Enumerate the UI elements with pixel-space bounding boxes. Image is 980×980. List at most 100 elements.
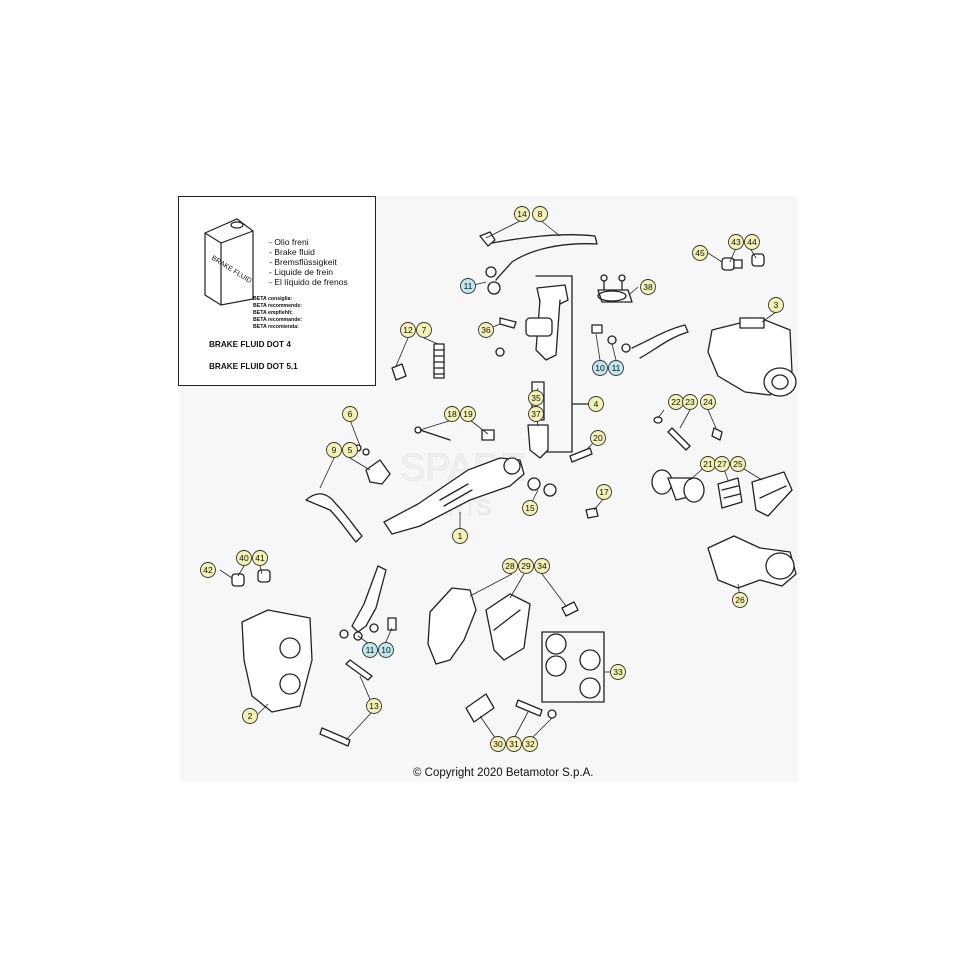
callout-c30: 30 bbox=[490, 736, 506, 752]
callout-number: 35 bbox=[531, 393, 541, 403]
master-cylinder bbox=[525, 275, 589, 459]
pin-20 bbox=[569, 447, 593, 463]
callout-c29: 29 bbox=[518, 558, 534, 574]
callout-number: 27 bbox=[717, 459, 727, 469]
callout-number: 25 bbox=[733, 459, 743, 469]
callout-number: 10 bbox=[381, 645, 391, 655]
callout-circle bbox=[700, 394, 716, 410]
callout-c28: 28 bbox=[502, 558, 518, 574]
callout-circle bbox=[502, 558, 518, 574]
callout-number: 45 bbox=[695, 248, 705, 258]
callout-c22: 22 bbox=[668, 394, 684, 410]
callout-c33: 33 bbox=[610, 664, 626, 680]
callout-circle bbox=[592, 360, 608, 376]
clip-12 bbox=[391, 363, 407, 381]
recommend-es: BETA recomienda: bbox=[253, 324, 299, 330]
callout-number: 42 bbox=[203, 565, 213, 575]
callout-c36: 36 bbox=[478, 322, 494, 338]
callout-c13: 13 bbox=[366, 698, 382, 714]
bolt-36 bbox=[499, 317, 517, 329]
callout-circle bbox=[744, 234, 760, 250]
callout-c21: 21 bbox=[700, 456, 716, 472]
callout-circle bbox=[452, 528, 468, 544]
callout-c45: 45 bbox=[692, 245, 708, 261]
callout-circle bbox=[252, 550, 268, 566]
seals-15 bbox=[527, 477, 557, 497]
caliper-bracket-front bbox=[427, 587, 477, 665]
callout-circle bbox=[682, 394, 698, 410]
recommend-en: BETA recommends: bbox=[253, 303, 303, 309]
callout-circle bbox=[342, 406, 358, 422]
callout-number: 17 bbox=[599, 487, 609, 497]
bolts-40-41 bbox=[231, 569, 271, 587]
callout-circle bbox=[640, 279, 656, 295]
brake-fluid-can-icon: BRAKE FLUID bbox=[204, 218, 254, 306]
callout-number: 23 bbox=[685, 397, 695, 407]
caliper-pistons bbox=[651, 469, 705, 503]
callout-c27: 27 bbox=[714, 456, 730, 472]
callout-circle bbox=[362, 642, 378, 658]
callout-c5: 5 bbox=[342, 442, 358, 458]
callout-circle bbox=[400, 322, 416, 338]
callout-number: 13 bbox=[369, 701, 379, 711]
callout-c34: 34 bbox=[534, 558, 550, 574]
return-spring bbox=[433, 343, 445, 379]
callout-number: 10 bbox=[595, 363, 605, 373]
callout-c20: 20 bbox=[590, 430, 606, 446]
callout-c10a: 10 bbox=[592, 360, 608, 376]
callout-circle bbox=[692, 245, 708, 261]
brake-hose-top bbox=[479, 231, 598, 295]
callout-c1: 1 bbox=[452, 528, 468, 544]
callout-number: 11 bbox=[464, 281, 473, 291]
callout-number: 4 bbox=[594, 399, 599, 409]
callout-number: 18 bbox=[447, 409, 457, 419]
callout-circle bbox=[366, 698, 382, 714]
callout-circle bbox=[326, 442, 342, 458]
front-brake-hose bbox=[351, 565, 387, 633]
callout-number: 32 bbox=[525, 739, 535, 749]
callout-circle bbox=[200, 562, 216, 578]
pin-31 bbox=[515, 699, 543, 717]
callout-circle bbox=[522, 500, 538, 516]
callout-circle bbox=[728, 234, 744, 250]
callout-number: 1 bbox=[458, 531, 463, 541]
copyright-notice: © Copyright 2020 Betamotor S.p.A. bbox=[413, 767, 594, 779]
callout-circle bbox=[506, 736, 522, 752]
callout-c19: 19 bbox=[460, 406, 476, 422]
callout-circle bbox=[518, 558, 534, 574]
nut-17 bbox=[585, 507, 599, 519]
callout-number: 3 bbox=[774, 300, 779, 310]
callout-c37: 37 bbox=[528, 406, 544, 422]
callout-c17: 17 bbox=[596, 484, 612, 500]
callout-c11c: 11 bbox=[362, 642, 378, 658]
clip-32 bbox=[547, 709, 557, 719]
callout-c11a: 11 bbox=[460, 278, 476, 294]
callout-circle bbox=[460, 406, 476, 422]
recommend-de: BETA empfiehlt: bbox=[253, 310, 293, 316]
callout-c12: 12 bbox=[400, 322, 416, 338]
callout-number: 30 bbox=[493, 739, 503, 749]
callout-circle bbox=[242, 708, 258, 724]
pistons-front bbox=[541, 631, 605, 703]
callout-number: 41 bbox=[255, 553, 265, 563]
callout-number: 11 bbox=[366, 645, 375, 655]
callout-c7: 7 bbox=[416, 322, 432, 338]
callout-number: 26 bbox=[735, 595, 745, 605]
caliper-bracket-rear bbox=[707, 535, 797, 589]
bolt-13a bbox=[345, 659, 373, 681]
callout-c11b: 11 bbox=[608, 360, 624, 376]
legend-item-es: - El líquido de frenos bbox=[269, 277, 348, 287]
callout-number: 11 bbox=[612, 363, 621, 373]
callout-circle bbox=[534, 558, 550, 574]
callout-c2: 2 bbox=[242, 708, 258, 724]
callout-c25: 25 bbox=[730, 456, 746, 472]
legend-item-en: - Brake fluid bbox=[269, 247, 315, 257]
callout-number: 29 bbox=[521, 561, 531, 571]
callout-number: 8 bbox=[538, 209, 543, 219]
leader-lines bbox=[219, 219, 777, 743]
front-caliper bbox=[241, 609, 313, 713]
callout-circle bbox=[768, 297, 784, 313]
callout-c40: 40 bbox=[236, 550, 252, 566]
callout-circle bbox=[528, 406, 544, 422]
